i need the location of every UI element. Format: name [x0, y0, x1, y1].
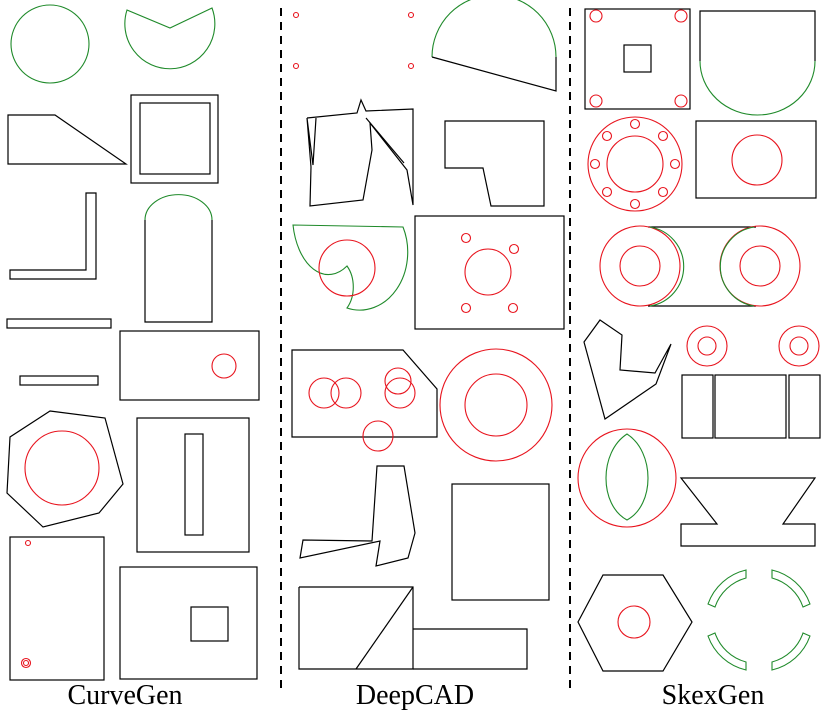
- deepcad-concentric-disc-sketch: [439, 348, 553, 462]
- column-label-curvegen: CurveGen: [67, 680, 183, 711]
- skexgen-flange-sketch: [587, 116, 683, 212]
- deepcad-split-profile-sketch: [298, 586, 528, 670]
- skexgen-mount-plate-sketch: [584, 8, 691, 110]
- deepcad-irregular-diagonal: [365, 117, 405, 164]
- curvegen-arch-arc: [144, 194, 213, 221]
- skexgen-double-ring-link-sketch: [599, 225, 801, 307]
- curvegen-l-bracket-sketch: [9, 192, 97, 280]
- skexgen-funnel-profile-sketch: [679, 477, 817, 547]
- curvegen-slotted-plate-sketch: [136, 417, 250, 553]
- deepcad-semicircle-arc: [431, 0, 557, 58]
- curvegen-tall-plate-sketch: [9, 536, 105, 681]
- curvegen-short-bar-sketch: [19, 375, 99, 386]
- curvegen-sketches: [6, 4, 260, 681]
- column-label-deepcad: DeepCAD: [355, 680, 475, 711]
- skexgen-hexagon-nut-sketch: [577, 574, 693, 672]
- skexgen-three-panel-sketch: [681, 374, 821, 439]
- deepcad-semicircle-base: [431, 56, 557, 92]
- skexgen-paired-rings-sketch: [686, 325, 820, 367]
- skexgen-ring-segments-sketch: [707, 569, 811, 671]
- curvegen-plate-with-hole-sketch: [119, 330, 260, 401]
- skexgen-u-shape-sketch: [699, 10, 816, 116]
- deepcad-stepped-outline-sketch: [444, 120, 545, 207]
- deepcad-four-holes-sketch: [292, 11, 415, 70]
- deepcad-clipped-plate-sketch: [291, 349, 438, 452]
- skexgen-irregular-polygon-sketch: [583, 319, 672, 420]
- curvegen-arch-body: [144, 220, 213, 323]
- column-label-skexgen: SkexGen: [661, 680, 765, 711]
- deepcad-sketches: [291, 0, 565, 670]
- curvegen-notched-circle-sketch: [124, 7, 216, 70]
- deepcad-irregular-polyline-sketch: [306, 98, 414, 207]
- curvegen-plate-square-cutout-sketch: [119, 566, 258, 680]
- skexgen-plate-center-hole-sketch: [695, 120, 817, 199]
- deepcad-twisted-polygon-sketch: [299, 465, 416, 567]
- curvegen-trapezoid-sketch: [7, 114, 128, 165]
- deepcad-plate-five-holes-sketch: [414, 215, 565, 330]
- skexgen-lens-disc-sketch: [577, 428, 677, 528]
- deepcad-rectangle-sketch: [451, 483, 550, 601]
- skexgen-sketches: [577, 8, 821, 672]
- curvegen-long-bar-sketch: [6, 318, 112, 329]
- curvegen-square-frame-sketch: [130, 94, 219, 184]
- deepcad-crossing-arcs-sketch: [292, 224, 409, 311]
- curvegen-hexagon-sketch: [6, 410, 124, 528]
- curvegen-circle-sketch: [10, 4, 90, 84]
